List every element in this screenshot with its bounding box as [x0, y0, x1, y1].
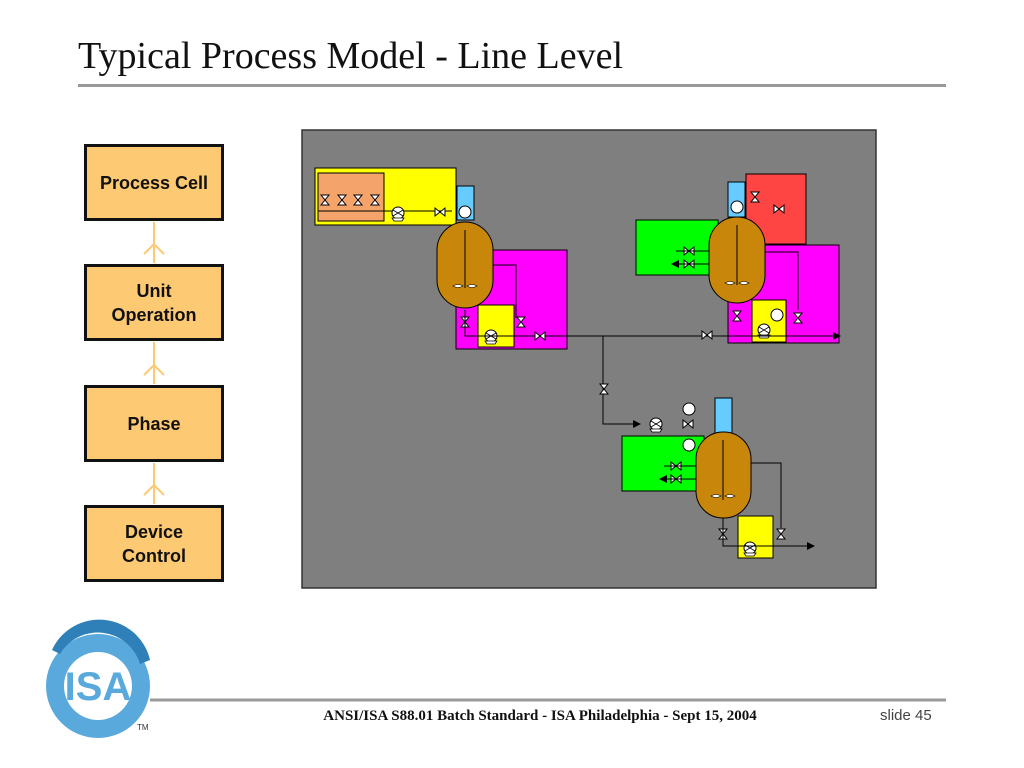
process-cell-box: Process Cell — [84, 144, 224, 221]
device-control-box: Device Control — [84, 505, 224, 582]
isa-logo-text: ISA — [65, 665, 132, 709]
device-control-label: Device Control — [122, 521, 186, 566]
unit-3 — [621, 397, 815, 559]
process-cell-label: Process Cell — [99, 172, 209, 193]
unit-2 — [603, 173, 841, 344]
isa-logo: ISA TM — [46, 619, 150, 738]
unit-operation-box: Unit Operation — [84, 264, 224, 341]
phase-box: Phase — [84, 385, 224, 462]
title-divider — [78, 84, 946, 87]
phase-label: Phase — [127, 413, 181, 434]
slide-number: slide 45 — [880, 707, 932, 724]
page-title: Typical Process Model - Line Level — [78, 35, 624, 77]
isa-logo-tm: TM — [137, 723, 149, 732]
unit-operation-label: Unit Operation — [111, 280, 197, 325]
footer-text: ANSI/ISA S88.01 Batch Standard - ISA Phi… — [323, 708, 757, 724]
unit-1 — [314, 167, 598, 350]
hierarchy-connectors — [143, 222, 165, 504]
